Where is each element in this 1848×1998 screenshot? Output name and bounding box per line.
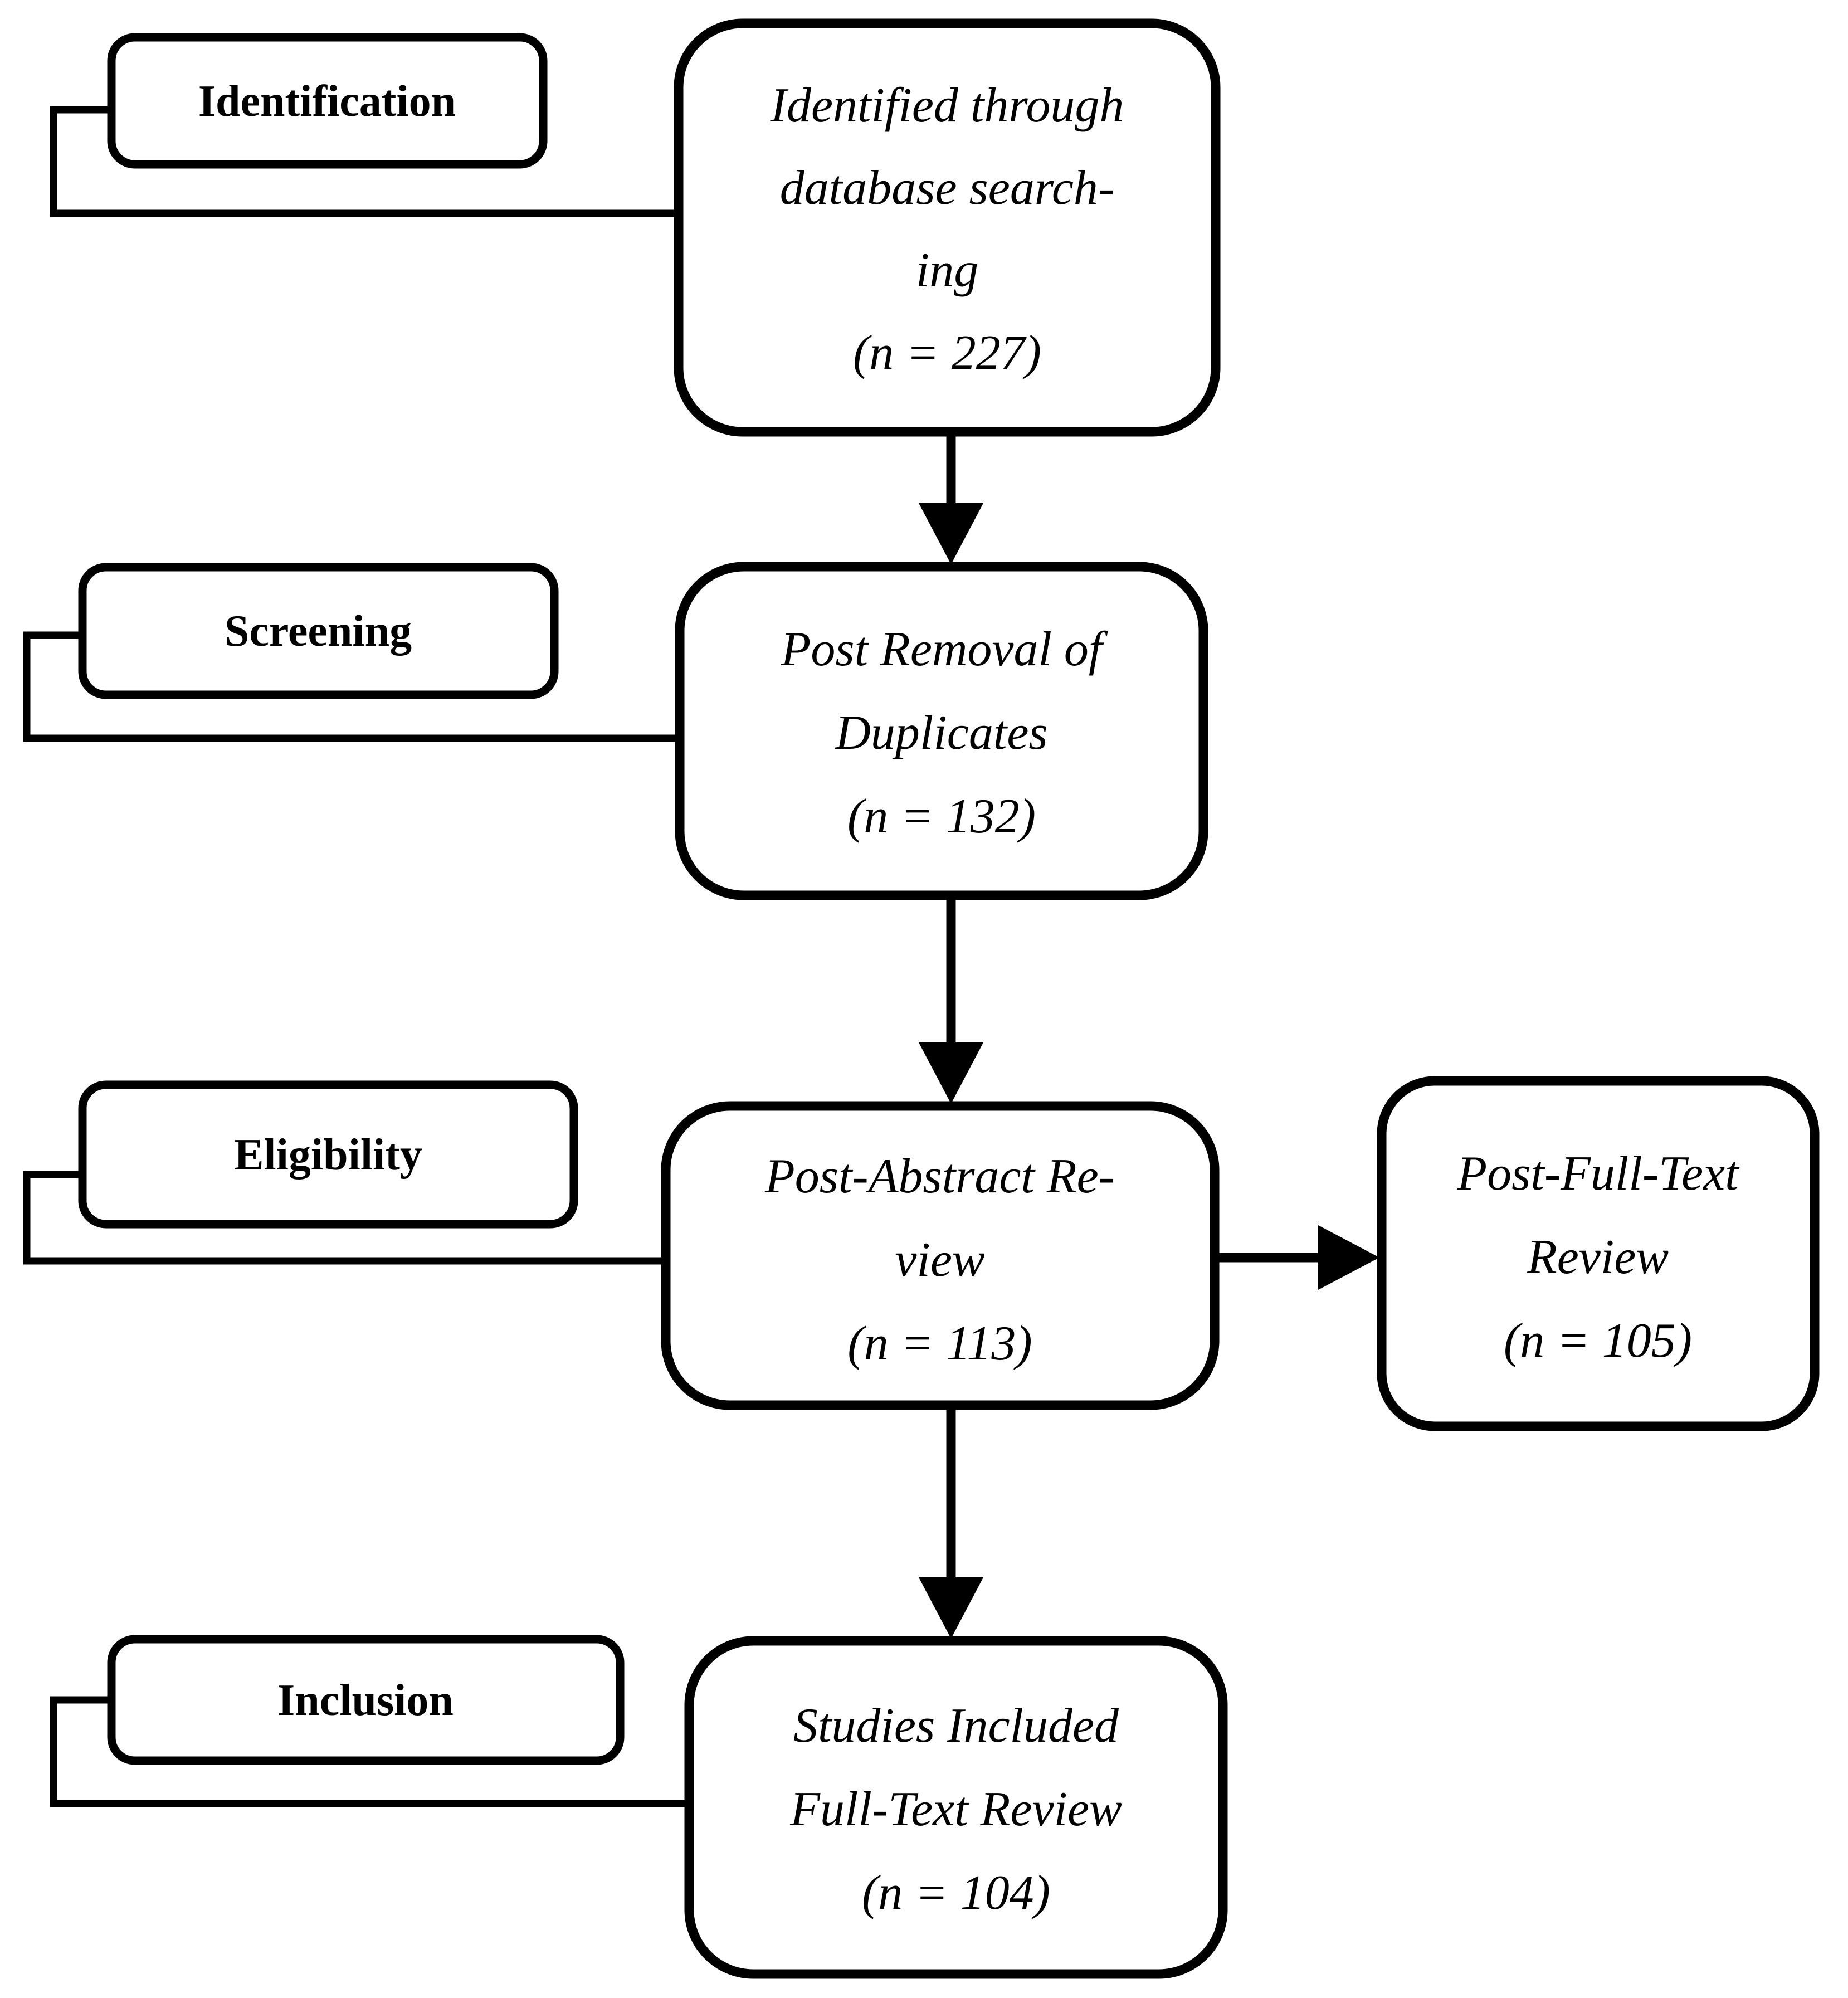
eligibility-connector xyxy=(23,1171,666,1265)
node-post-full-text-line-2: Review xyxy=(1527,1230,1669,1284)
arrow-post-abstract-to-post-full-text-head xyxy=(1318,1225,1379,1290)
node-box-post-removal xyxy=(675,562,1208,900)
arrow-post-removal-to-post-abstract-head xyxy=(919,1042,983,1104)
node-box-post-full-text xyxy=(1377,1076,1820,1431)
stage-label-inclusion: Inclusion xyxy=(277,1676,454,1725)
node-post-removal-line-2: Duplicates xyxy=(835,706,1047,760)
node-identified-line-2: database search- xyxy=(780,161,1114,215)
node-post-full-text-line-1: Post-Full-Text xyxy=(1456,1147,1740,1201)
node-identified-line-1: Identified through xyxy=(770,79,1124,133)
stage-box-inclusion xyxy=(107,1635,625,1765)
node-identified-line-3: ing xyxy=(916,243,978,298)
node-identified-line-4: (n = 227) xyxy=(853,326,1041,380)
screening-connector xyxy=(23,631,680,742)
node-post-removal-line-1: Post Removal of xyxy=(781,622,1108,676)
node-studies-included-line-3: (n = 104) xyxy=(862,1866,1050,1920)
node-studies-included-line-2: Full-Text Review xyxy=(789,1782,1122,1836)
node-studies-included-line-1: Studies Included xyxy=(793,1699,1119,1753)
node-post-full-text-line-3: (n = 105) xyxy=(1504,1314,1692,1368)
inclusion-connector xyxy=(50,1696,689,1807)
node-box-studies-included xyxy=(684,1636,1228,1979)
stage-box-eligibility xyxy=(78,1080,578,1229)
identification-connector xyxy=(50,106,679,217)
arrow-identified-to-post-removal-head xyxy=(919,503,983,564)
node-post-abstract-line-2: view xyxy=(895,1233,985,1287)
stage-label-identification: Identification xyxy=(198,77,456,126)
node-post-abstract-line-3: (n = 113) xyxy=(847,1317,1032,1371)
stage-label-eligibility: Eligibility xyxy=(234,1130,422,1180)
node-post-removal-line-3: (n = 132) xyxy=(847,790,1036,844)
stage-label-screening: Screening xyxy=(225,607,412,656)
arrow-post-abstract-to-studies-included-head xyxy=(919,1577,983,1639)
node-post-abstract-line-1: Post-Abstract Re- xyxy=(764,1149,1115,1203)
stage-box-screening xyxy=(78,563,559,699)
stage-box-identification xyxy=(107,33,548,169)
